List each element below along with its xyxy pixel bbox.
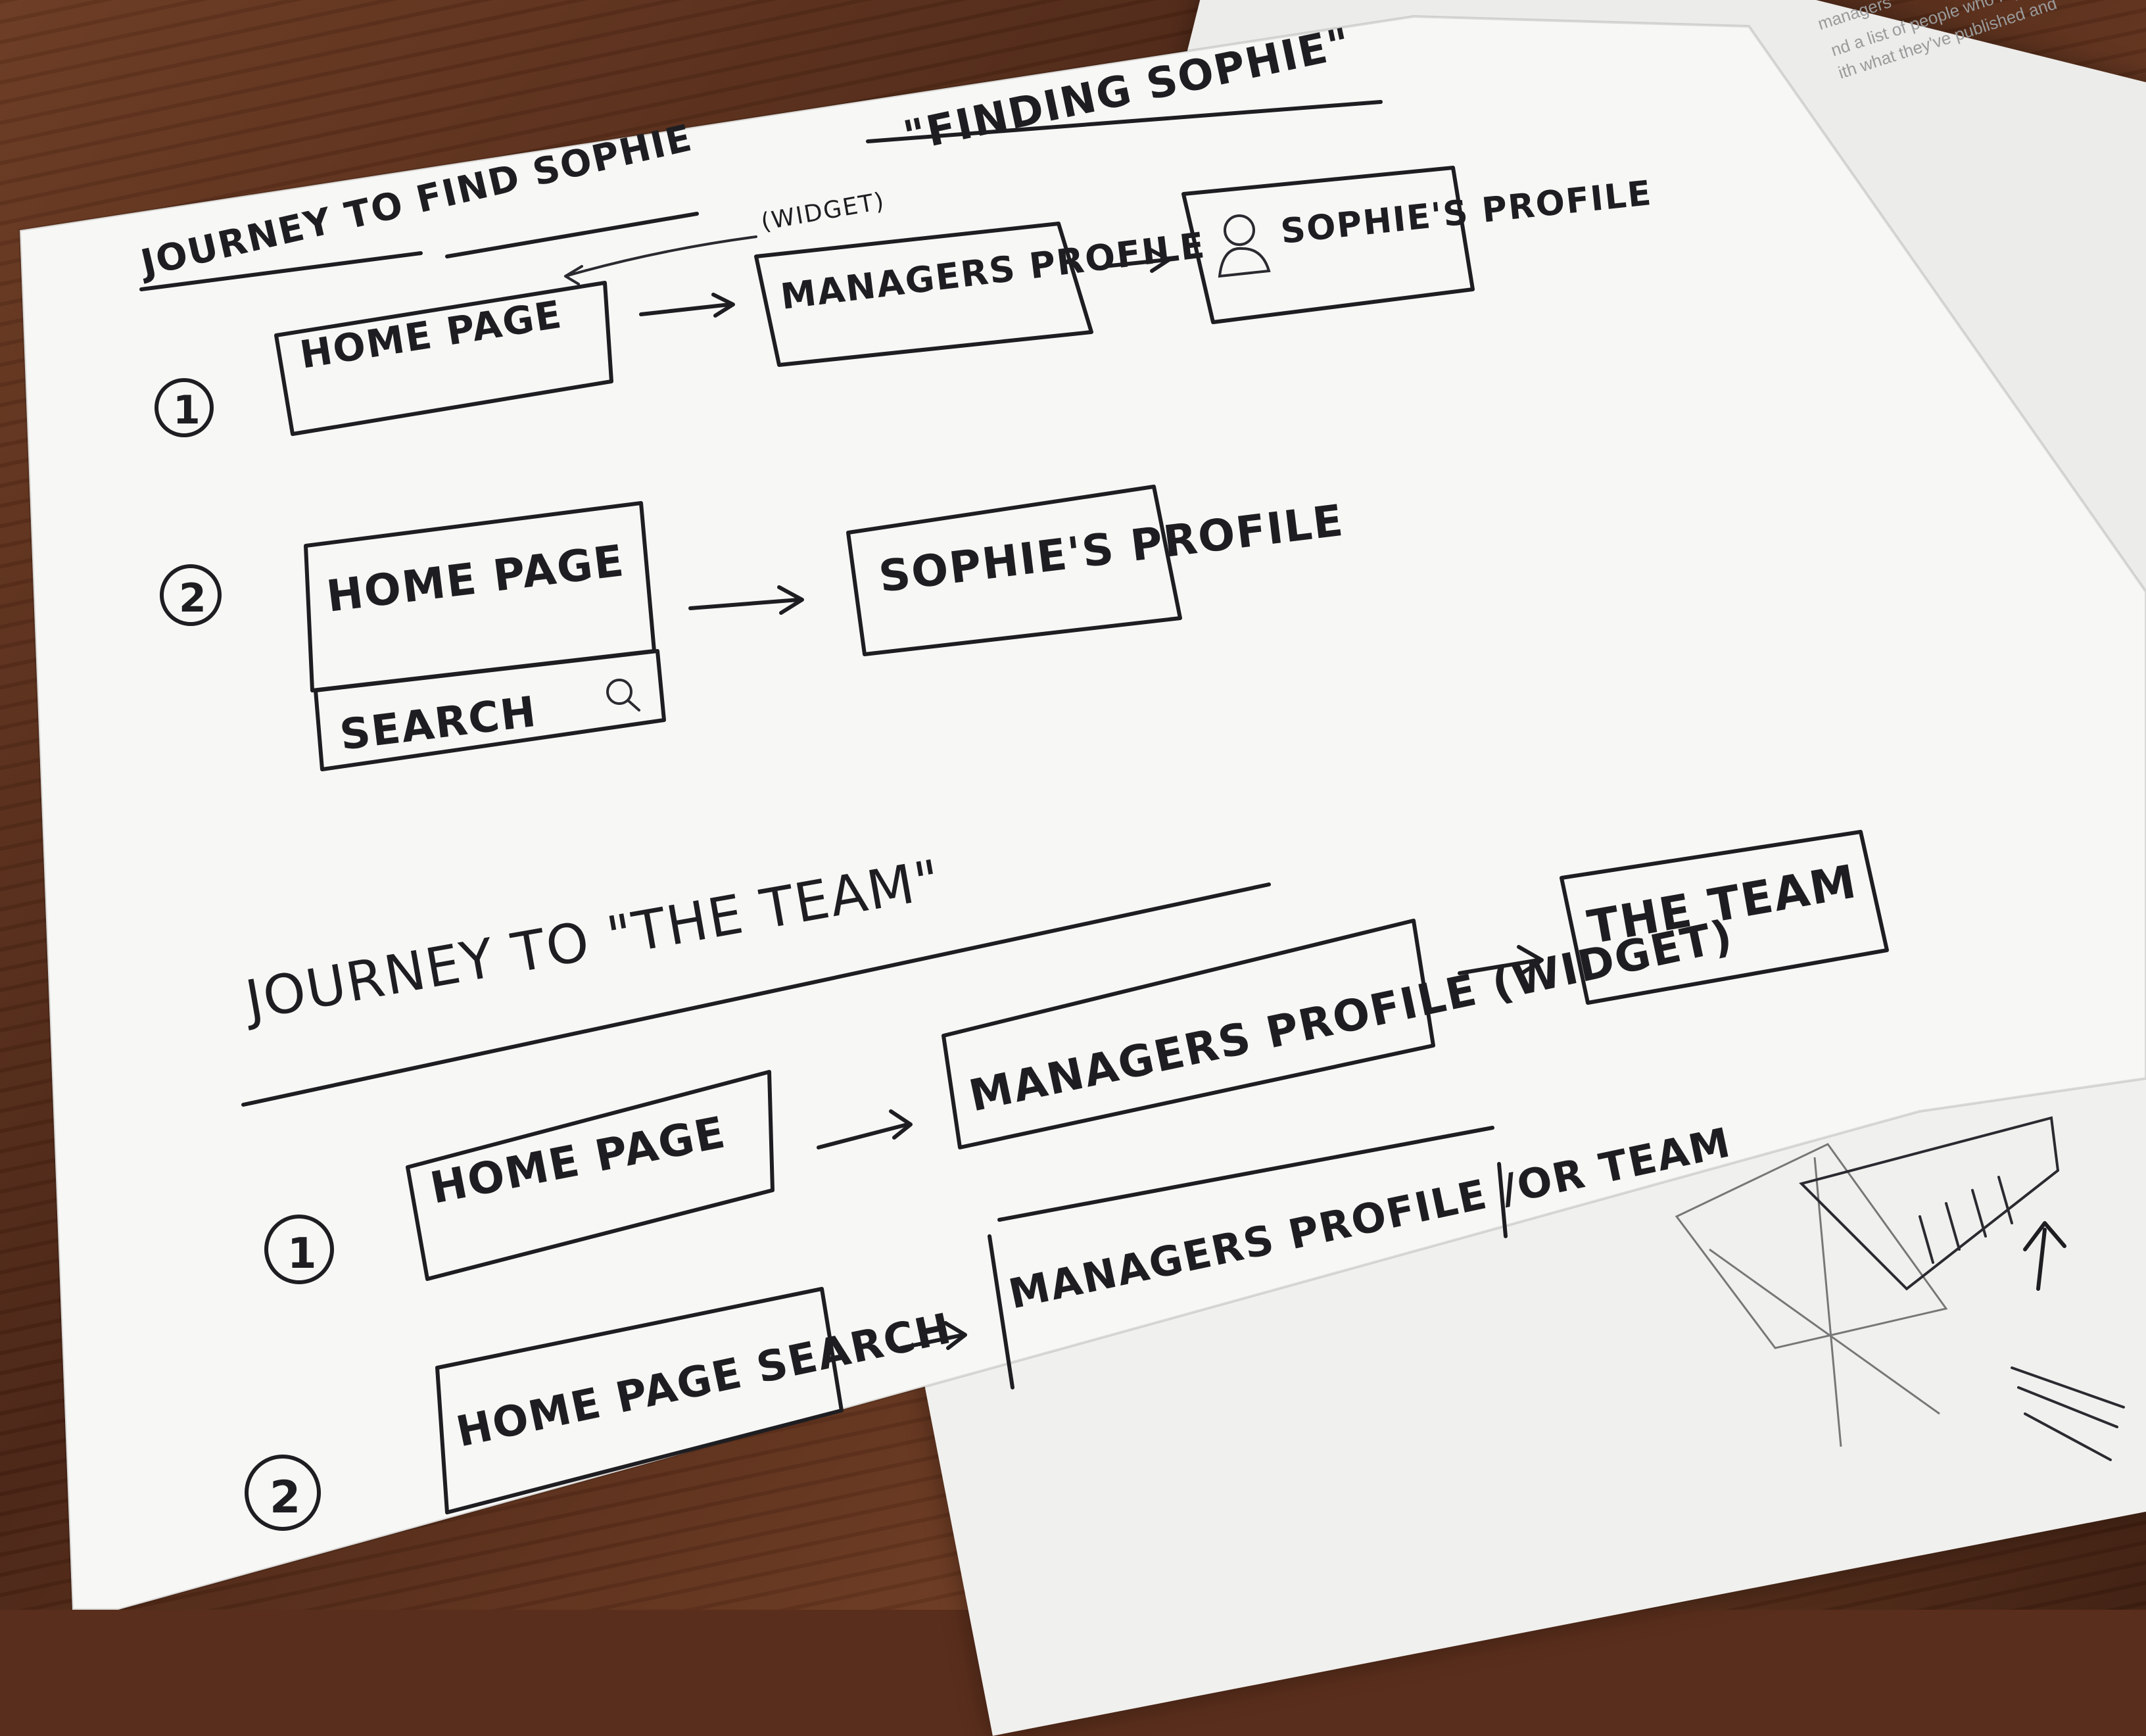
- paper-edge: [18, 14, 2146, 1610]
- box-managers-profile-widget: [942, 919, 1435, 1149]
- row-number: 1: [287, 1230, 318, 1278]
- box-managers-profile: [754, 222, 1093, 367]
- magnifier-icon: [606, 679, 640, 711]
- quote-underline: [866, 100, 1383, 143]
- row-number: 2: [270, 1472, 302, 1524]
- box-search: [314, 649, 666, 771]
- arrow-right: [639, 293, 735, 318]
- arrow-right: [688, 585, 804, 615]
- arrow-right: [899, 1321, 967, 1350]
- row-number: 2: [179, 575, 208, 621]
- box-sophies-profile: [1181, 166, 1475, 324]
- box-the-team: [1560, 830, 1889, 1005]
- box-sophies-profile-2: [846, 485, 1182, 656]
- box-home-page-search: [435, 1287, 844, 1514]
- arrow-right: [817, 1109, 913, 1149]
- sketch-svg: JOURNEY TO FIND SOPHIE "FINDING SOPHIE" …: [18, 14, 2146, 1610]
- curved-arrow: [564, 235, 757, 285]
- heading-underline: [241, 882, 1271, 1107]
- row-number: 1: [173, 387, 202, 433]
- number-circle: [155, 378, 214, 437]
- heading-underline: [445, 212, 699, 258]
- arrow-right: [1103, 248, 1171, 273]
- pencil-sketch: [1675, 1116, 2125, 1461]
- box-home-page: [406, 1070, 775, 1281]
- number-circle: [160, 564, 222, 626]
- number-circle: [245, 1455, 321, 1531]
- box-managers-or-team: [988, 1126, 1508, 1389]
- arrow-right: [1458, 945, 1544, 975]
- paper-shape: [20, 16, 2146, 1610]
- sketch-sheet: JOURNEY TO FIND SOPHIE "FINDING SOPHIE" …: [18, 14, 2146, 1610]
- person-icon: [1218, 214, 1271, 278]
- heading-underline: [139, 251, 423, 291]
- box-home-page: [274, 281, 613, 436]
- number-circle: [264, 1215, 334, 1284]
